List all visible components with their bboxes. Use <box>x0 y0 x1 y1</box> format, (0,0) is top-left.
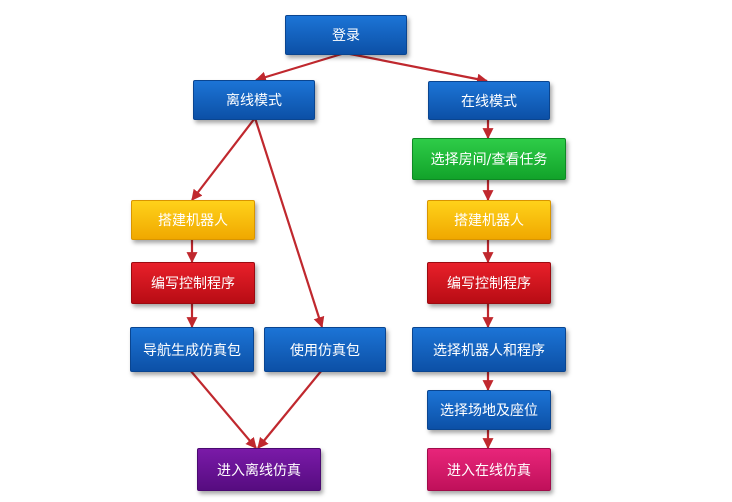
node-enter-online-sim: 进入在线仿真 <box>427 448 551 491</box>
node-select-venue-seat: 选择场地及座位 <box>427 390 551 430</box>
arrow-nav-enter-offline <box>189 369 257 449</box>
node-select-room: 选择房间/查看任务 <box>412 138 566 180</box>
arrow-use-enter-offline <box>257 369 323 449</box>
arrow-offline-build <box>191 117 256 201</box>
node-select-robot-program: 选择机器人和程序 <box>412 327 566 372</box>
node-online-mode: 在线模式 <box>428 81 550 120</box>
arrow-offline-use-package <box>253 117 325 329</box>
node-login: 登录 <box>285 15 407 55</box>
node-nav-generate-package: 导航生成仿真包 <box>130 327 254 372</box>
node-write-program-offline: 编写控制程序 <box>131 262 255 304</box>
node-use-sim-package: 使用仿真包 <box>264 327 386 372</box>
node-write-program-online: 编写控制程序 <box>427 262 551 304</box>
node-build-robot-online: 搭建机器人 <box>427 200 551 240</box>
arrow-login-online <box>344 51 489 85</box>
node-build-robot-offline: 搭建机器人 <box>131 200 255 240</box>
node-enter-offline-sim: 进入离线仿真 <box>197 448 321 491</box>
node-offline-mode: 离线模式 <box>193 80 315 120</box>
arrow-login-offline <box>254 51 346 83</box>
